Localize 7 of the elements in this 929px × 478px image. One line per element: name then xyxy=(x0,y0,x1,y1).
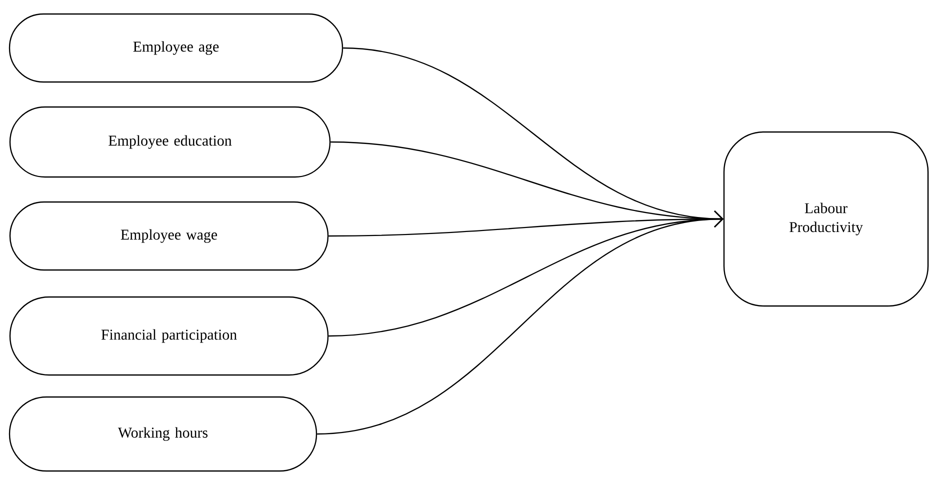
factor-box: Employee age xyxy=(8,13,344,83)
factor-box: Employee wage xyxy=(9,201,329,271)
result-box: Labour Productivity xyxy=(723,131,929,307)
factor-box: Employee education xyxy=(9,106,331,178)
arrow xyxy=(317,210,724,435)
factor-box: Financial participation xyxy=(9,296,329,376)
factor-box: Working hours xyxy=(8,396,318,472)
